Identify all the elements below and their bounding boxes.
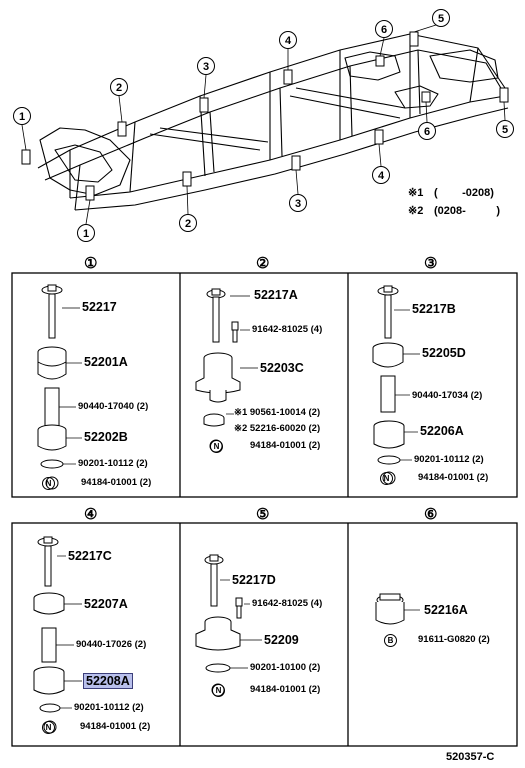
part-52209: 52209 — [264, 633, 299, 647]
part-91642-81025-p5: 91642-81025 (4) — [252, 598, 323, 609]
callout-1-bottom: 1 — [83, 228, 89, 240]
panel-4-number: ④ — [84, 506, 98, 523]
note-1-mark: ※1 — [408, 187, 423, 199]
n-circle-icon: N — [212, 684, 225, 697]
nut-prefix-p5: N — [212, 684, 225, 697]
part-90201-10112-p3: 90201-10112 (2) — [414, 454, 484, 465]
panel-4-drawings — [33, 536, 65, 734]
note-2-mark: ※2 — [408, 205, 423, 217]
part-91642-81025-p2: 91642-81025 (4) — [252, 324, 323, 335]
callout-3-bottom: 3 — [295, 198, 301, 210]
part-90201-10112-p1: 90201-10112 (2) — [78, 458, 148, 469]
part-52216-60020: ※2 52216-60020 (2) — [234, 423, 321, 434]
callout-3-top: 3 — [203, 61, 209, 73]
part-52201A: 52201A — [84, 355, 128, 369]
part-52208A[interactable]: 52208A — [83, 673, 133, 689]
panel-5-number: ⑤ — [256, 506, 270, 523]
part-90440-17040: 90440-17040 (2) — [78, 401, 149, 412]
note-2-range: (0208- ) — [434, 205, 500, 217]
part-52217C: 52217C — [68, 549, 112, 563]
part-94184-01001-p1: 94184-01001 (2) — [81, 477, 152, 488]
frame-illustration: 1 2 3 4 5 6 1 2 3 4 5 6 ※1 ( -0208) ※2 (… — [13, 9, 514, 242]
note-1-range: ( -0208) — [434, 187, 494, 199]
callout-1-top: 1 — [19, 111, 25, 123]
callout-2-top: 2 — [116, 82, 122, 94]
part-52206A: 52206A — [420, 424, 464, 438]
panel-3-drawings — [372, 285, 405, 485]
callout-6-bottom: 6 — [424, 126, 430, 138]
part-91611-G0820: 91611-G0820 (2) — [418, 634, 490, 645]
panel-3-number: ③ — [424, 255, 438, 272]
part-52217D: 52217D — [232, 573, 276, 587]
part-52205D: 52205D — [422, 346, 466, 360]
panel-2-number: ② — [256, 255, 270, 272]
nut-prefix-p3: N — [380, 472, 393, 485]
panel-6-drawings — [375, 593, 405, 625]
part-52207A: 52207A — [84, 597, 128, 611]
panel-1-number: ① — [84, 255, 98, 272]
part-52216A: 52216A — [424, 603, 468, 617]
part-52217A: 52217A — [254, 288, 298, 302]
n-circle-icon: N — [42, 721, 55, 734]
b-circle-icon: B — [384, 634, 397, 647]
n-circle-icon: N — [380, 472, 393, 485]
callout-4-top: 4 — [285, 35, 292, 47]
nut-prefix-p2: N — [210, 440, 223, 453]
part-94184-01001-p2: 94184-01001 (2) — [250, 440, 321, 451]
callout-6-top: 6 — [381, 24, 387, 36]
nut-prefix-p1: N — [42, 477, 55, 490]
part-52202B: 52202B — [84, 430, 128, 444]
part-90201-10112-p4: 90201-10112 (2) — [74, 702, 144, 713]
callout-4-bottom: 4 — [378, 170, 385, 182]
part-90440-17034: 90440-17034 (2) — [412, 390, 483, 401]
part-94184-01001-p5: 94184-01001 (2) — [250, 684, 321, 695]
part-90561-10014: ※1 90561-10014 (2) — [234, 407, 321, 418]
part-52217: 52217 — [82, 300, 117, 314]
n-circle-icon: N — [210, 440, 223, 453]
n-circle-icon: N — [42, 477, 55, 490]
panel-1-drawings — [37, 284, 67, 490]
part-94184-01001-p3: 94184-01001 (2) — [418, 472, 489, 483]
diagram-id: 520357-C — [446, 751, 495, 763]
callout-5-bottom: 5 — [502, 124, 508, 136]
part-52217B: 52217B — [412, 302, 456, 316]
panel-6-number: ⑥ — [424, 506, 438, 523]
part-52203C: 52203C — [260, 361, 304, 375]
bolt-prefix-p6: B — [384, 634, 397, 647]
part-94184-01001-p4: 94184-01001 (2) — [80, 721, 151, 732]
callout-5-top: 5 — [438, 13, 444, 25]
callout-2-bottom: 2 — [185, 218, 191, 230]
nut-prefix-p4: N — [42, 721, 55, 734]
part-90440-17026: 90440-17026 (2) — [76, 639, 147, 650]
part-90201-10100: 90201-10100 (2) — [250, 662, 321, 673]
